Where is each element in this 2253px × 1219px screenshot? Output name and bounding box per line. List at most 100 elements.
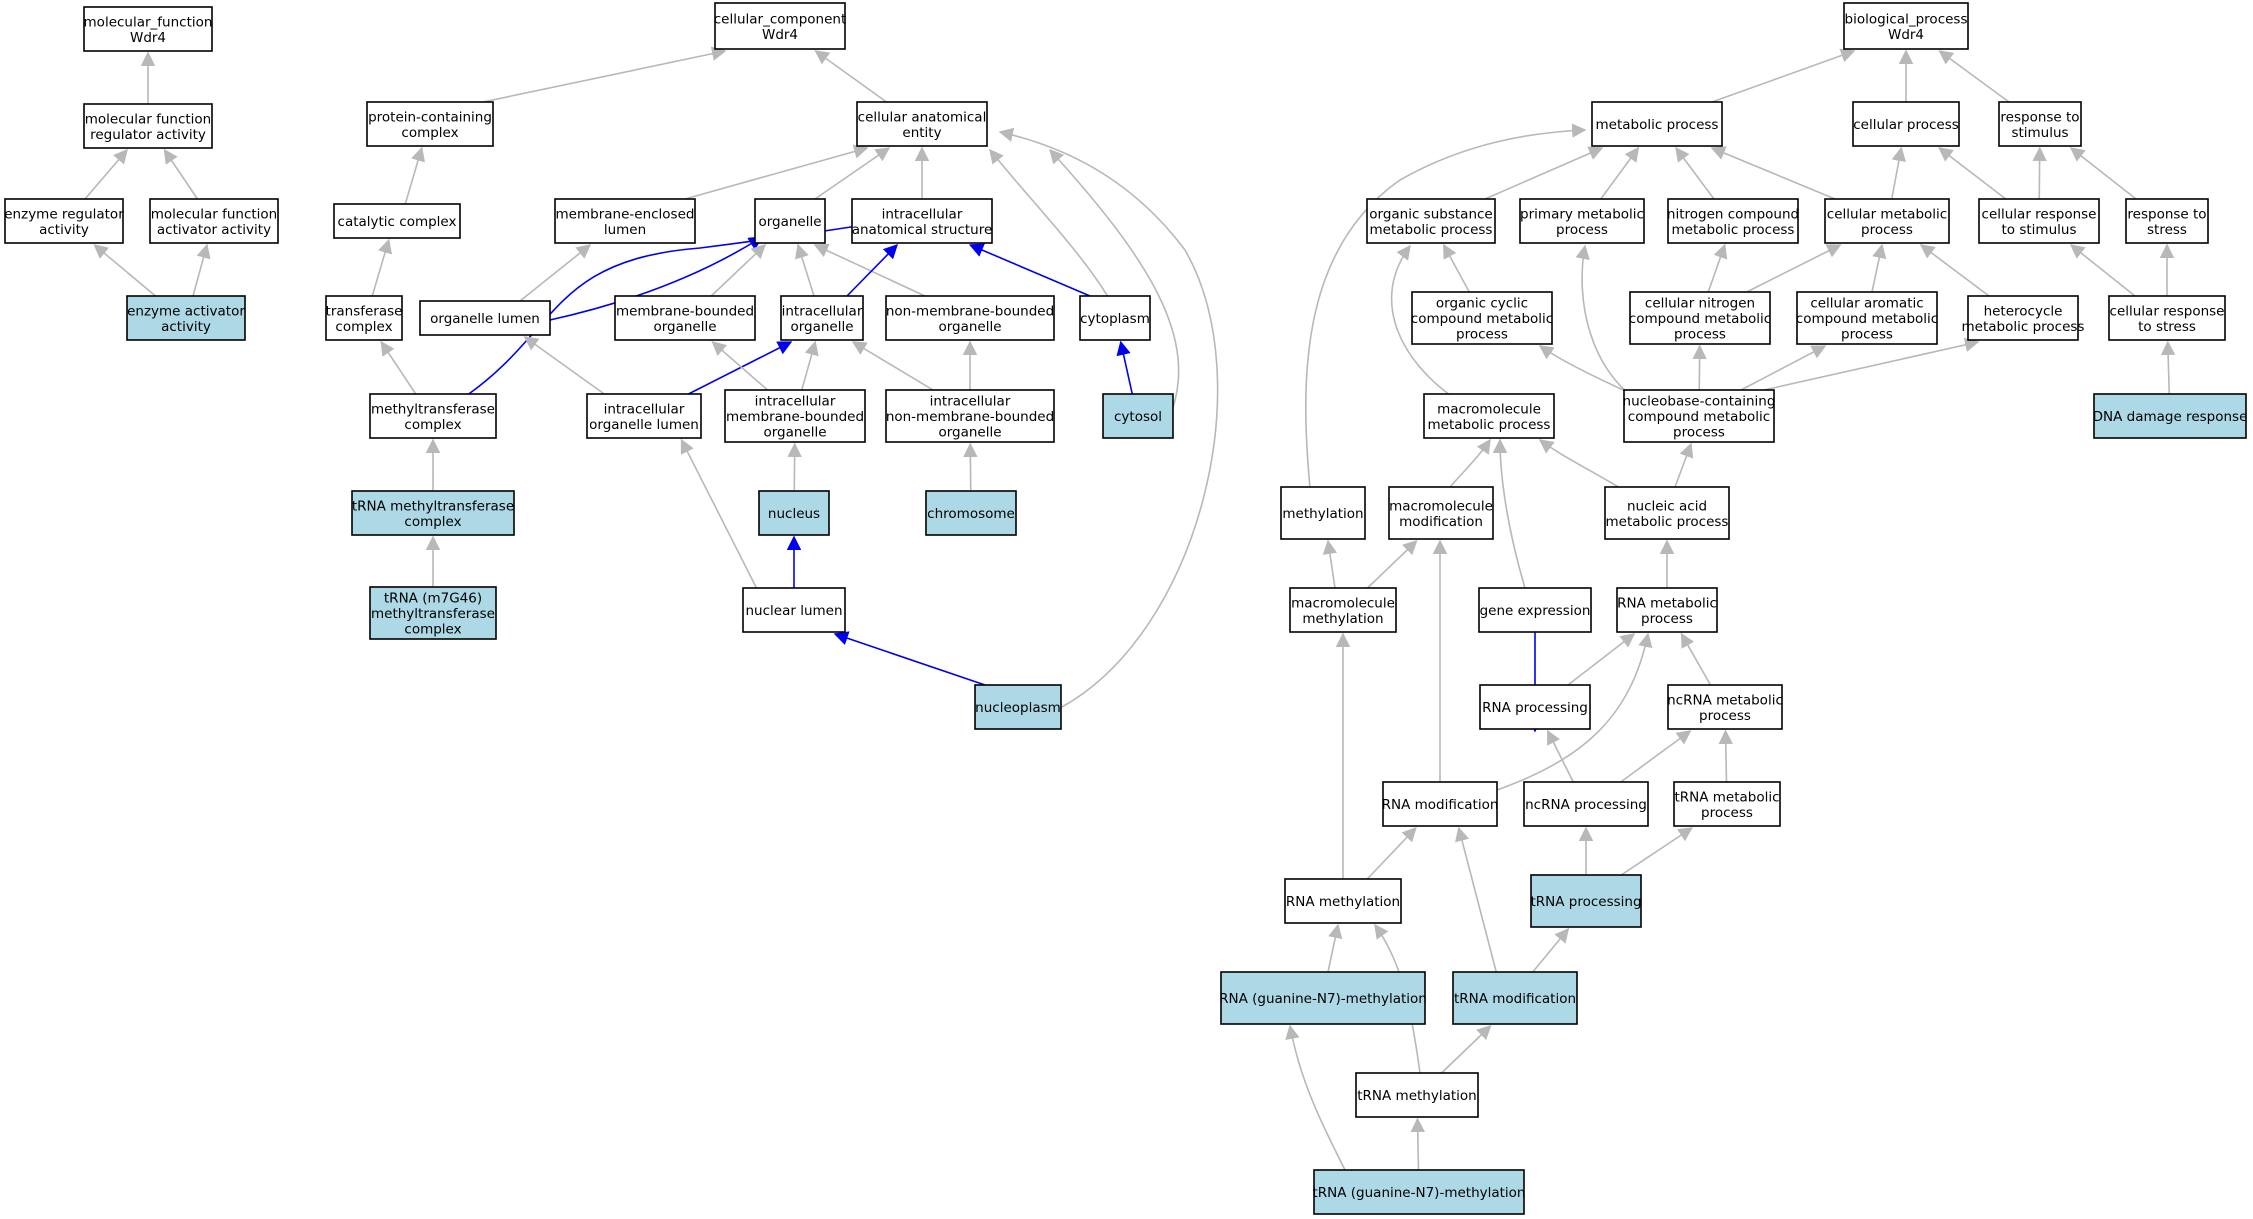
term-node-chromosome[interactable]: chromosome [925,490,1017,536]
term-box [714,2,846,50]
term-label-line: RNA modification [1382,797,1499,813]
term-node-cell_proc[interactable]: cellular process [1852,101,1960,147]
term-node-methylation[interactable]: methylation [1280,486,1366,540]
term-node-gene_expr[interactable]: gene expression [1478,587,1592,633]
term-node-ic_nonmem_org[interactable]: intracellularnon-membrane-boundedorganel… [885,389,1055,443]
edge-trna_meth-to-trna_mod [1440,1025,1492,1074]
term-node-rna_mod[interactable]: RNA modification [1382,781,1499,827]
term-node-metab[interactable]: metabolic process [1591,101,1723,147]
term-label-line: organelle lumen [430,311,540,327]
term-box [1102,393,1174,439]
term-label-line: process [1674,327,1726,343]
term-node-trna_mod[interactable]: tRNA modification [1452,971,1578,1025]
edge-trna_g_n7-to-trna_meth [1410,1117,1425,1171]
term-label-line: organelle lumen [589,417,699,433]
term-box [2125,198,2209,244]
term-label-line: organelle [763,425,826,441]
term-node-trna_meth[interactable]: tRNA methylation [1355,1072,1479,1118]
term-node-cytosol[interactable]: cytosol [1102,393,1174,439]
edge-nucbase-to-prim_met [1575,244,1641,403]
term-label-line: process [1701,805,1753,821]
term-label-line: complex [335,319,392,335]
term-node-cat_cplx[interactable]: catalytic complex [333,203,461,239]
term-label-line: complex [404,514,461,530]
term-label-line: lumen [604,222,646,238]
term-label-line: nucleic acid [1627,498,1707,514]
edge-cat_cplx-to-prot_cont [404,146,425,205]
term-label-line: intracellular [930,394,1011,410]
term-box [1519,198,1645,244]
term-node-cytoplasm[interactable]: cytoplasm [1079,295,1151,341]
term-node-nuc_lumen[interactable]: nuclear lumen [742,587,846,633]
term-node-trna_g_n7[interactable]: tRNA (guanine-N7)-methylation [1312,1169,1526,1215]
term-label-line: metabolic process [1672,222,1795,238]
term-node-trna_proc[interactable]: tRNA processing [1530,874,1642,928]
term-node-organelle[interactable]: organelle [754,198,826,244]
term-label-line: methylation [1302,611,1383,627]
term-label-line: activity [161,319,211,335]
term-box [1523,781,1649,827]
term-node-nucleoplasm[interactable]: nucleoplasm [974,684,1062,730]
term-box [1673,781,1781,827]
term-node-rna_proc[interactable]: RNA processing [1479,684,1591,730]
term-node-org_lumen[interactable]: organelle lumen [419,300,551,336]
term-box [1623,389,1775,443]
term-node-dna_dmg[interactable]: DNA damage response [2093,393,2248,439]
term-label-line: ncRNA processing [1525,797,1647,813]
term-node-rna_meth[interactable]: RNA methylation [1284,878,1402,924]
term-node-ncrna_proc[interactable]: ncRNA processing [1523,781,1649,827]
term-box [974,684,1062,730]
term-label-line: intracellular [782,303,863,319]
term-node-nucleus[interactable]: nucleus [758,490,830,536]
edge-chromosome-to-ic_nonmem_org [963,442,978,492]
term-node-rna_g_n7[interactable]: RNA (guanine-N7)-methylation [1219,971,1427,1025]
term-label-line: RNA processing [1482,700,1588,716]
term-label-line: to stress [2138,319,2196,335]
term-label-line: stimulus [2011,125,2068,141]
term-box [856,101,988,147]
term-label-line: nuclear lumen [745,603,842,619]
term-label-line: compound metabolic [1628,409,1770,425]
edge-enz_act-to-enz_reg [93,244,157,297]
